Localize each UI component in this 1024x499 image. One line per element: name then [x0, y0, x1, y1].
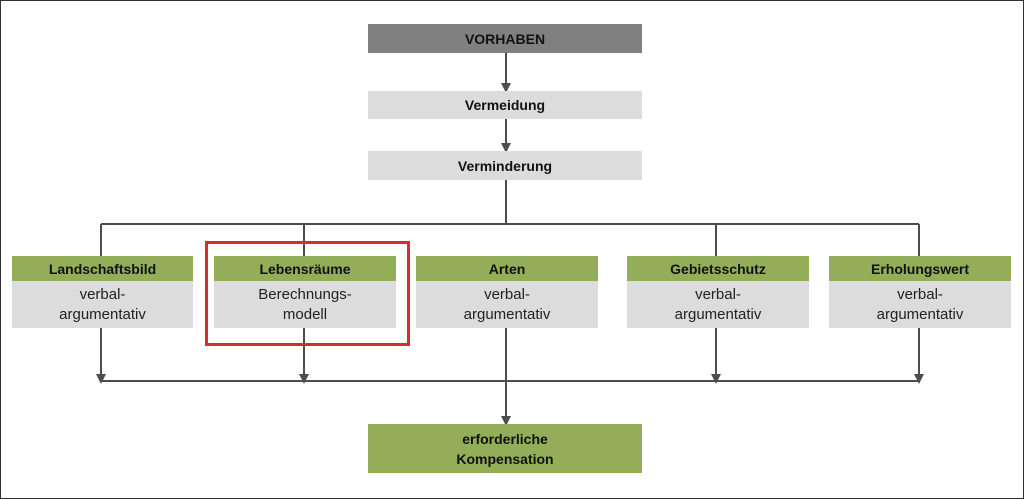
kompensation-line1: erforderliche — [462, 430, 548, 447]
vorhaben-box: VORHABEN — [368, 24, 642, 53]
category-arten-method-line1: verbal- — [484, 286, 530, 303]
category-gebietsschutz-title: Gebietsschutz — [670, 260, 766, 277]
category-landschaftsbild-header: Landschaftsbild — [12, 256, 193, 281]
category-arten-title: Arten — [488, 260, 526, 277]
category-lebensraeume-method: Berechnungs- modell — [214, 281, 396, 328]
category-arten-method-line2: argumentativ — [463, 306, 551, 323]
category-lebensraeume-method-line2: modell — [282, 306, 328, 323]
vermeidung-box: Vermeidung — [368, 91, 642, 119]
category-erholungswert-method: verbal- argumentativ — [829, 281, 1011, 328]
kompensation-box: erforderliche Kompensation — [368, 424, 642, 473]
verminderung-box: Verminderung — [368, 151, 642, 180]
category-erholungswert-method-line1: verbal- — [897, 286, 943, 303]
vermeidung-label: Vermeidung — [464, 97, 546, 113]
category-arten-method: verbal- argumentativ — [416, 281, 598, 328]
category-gebietsschutz-header: Gebietsschutz — [627, 256, 809, 281]
vorhaben-label: VORHABEN — [464, 30, 546, 47]
category-gebietsschutz-method-line2: argumentativ — [674, 306, 762, 323]
category-lebensraeume-method-line1: Berechnungs- — [258, 286, 352, 303]
kompensation-line2: Kompensation — [456, 450, 554, 467]
category-erholungswert-title: Erholungswert — [870, 260, 969, 277]
category-gebietsschutz-method: verbal- argumentativ — [627, 281, 809, 328]
category-landschaftsbild-method: verbal- argumentativ — [12, 281, 193, 328]
category-landschaftsbild-title: Landschaftsbild — [48, 260, 157, 277]
category-lebensraeume-header: Lebensräume — [214, 256, 396, 281]
category-gebietsschutz-method-line1: verbal- — [695, 286, 741, 303]
lebensraeume-highlight-frame — [205, 241, 410, 346]
category-erholungswert-header: Erholungswert — [829, 256, 1011, 281]
category-landschaftsbild-method-line2: argumentativ — [59, 306, 146, 323]
verminderung-label: Verminderung — [457, 157, 553, 174]
category-lebensraeume-title: Lebensräume — [259, 260, 351, 277]
category-erholungswert-method-line2: argumentativ — [876, 306, 964, 323]
category-landschaftsbild-method-line1: verbal- — [79, 286, 126, 303]
category-arten-header: Arten — [416, 256, 598, 281]
